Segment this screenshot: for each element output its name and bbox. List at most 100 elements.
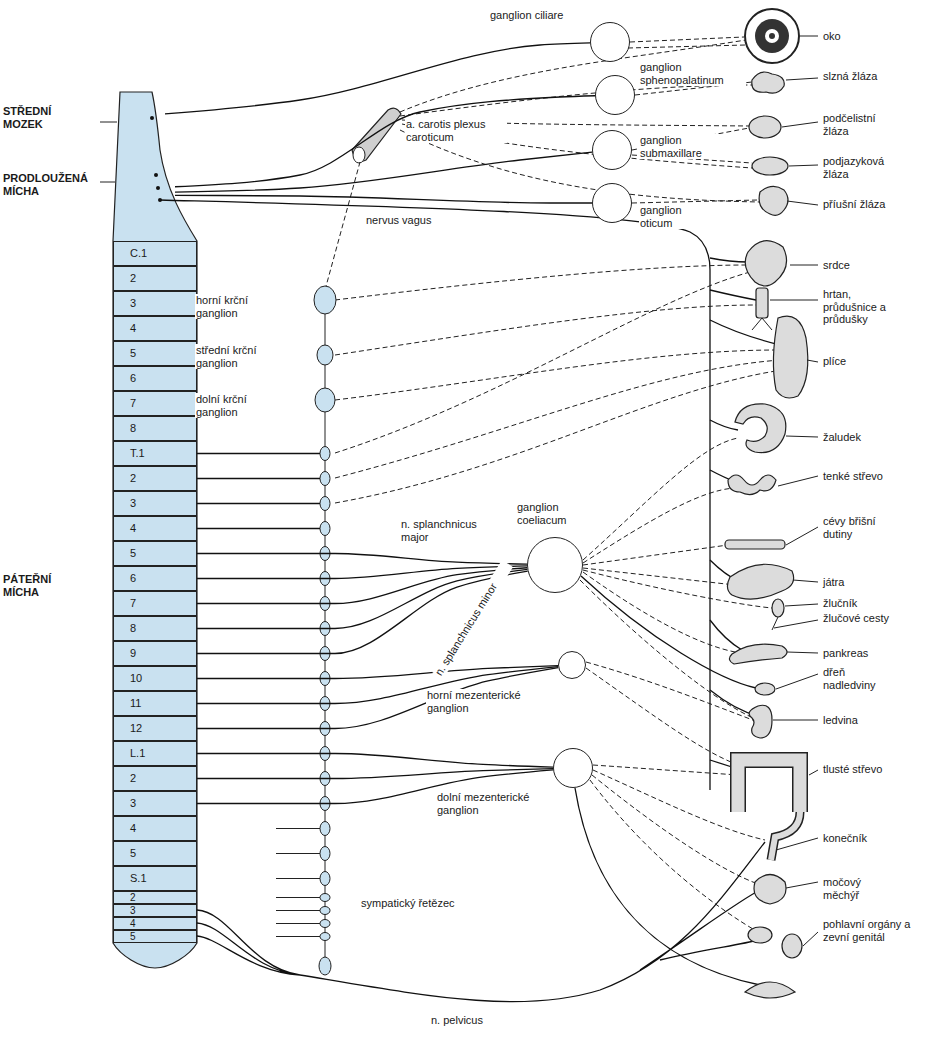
chain-ganglion	[320, 894, 330, 902]
spinal-segment: 4	[113, 816, 197, 841]
lacrimal-gland	[752, 72, 784, 93]
spinal-segment: 10	[113, 666, 197, 691]
spinal-segment: 3	[113, 291, 197, 316]
segment-label: 7	[114, 592, 196, 615]
brain-region: STŘEDNÍ MOZEK	[0, 95, 165, 150]
ganglion-circle: ganglion oticum	[592, 183, 632, 223]
cervical-ganglion	[314, 286, 336, 314]
spinal-segment: 4	[113, 516, 197, 541]
spinal-segment: 5	[113, 841, 197, 866]
ganglion-circle: ganglion ciliare	[590, 22, 630, 62]
segment-label: C.1	[114, 242, 196, 265]
organ-label: žaludek	[822, 431, 896, 444]
spinal-segment: 2	[113, 266, 197, 291]
segment-label: 5	[114, 342, 196, 365]
segment-label: 6	[114, 567, 196, 590]
organ-label: žlučové cesty	[822, 612, 896, 625]
postganglionic-fiber	[400, 40, 760, 202]
segment-label: 3	[114, 905, 196, 916]
spinal-segment: 11	[113, 691, 197, 716]
segment-label: T.1	[114, 442, 196, 465]
segment-label: S.1	[114, 867, 196, 890]
segment-label: 10	[114, 667, 196, 690]
chain-ganglion	[320, 872, 330, 886]
ganglion-circle: ganglion sphenopalatinum	[595, 75, 635, 115]
colon-outline	[738, 760, 800, 812]
organ-label: pohlavní orgány a zevní genitál	[822, 918, 914, 943]
organ-label: konečník	[822, 832, 896, 845]
nerve-label: střední krční ganglion	[195, 344, 287, 369]
organ-label: plíce	[822, 355, 896, 368]
cervical-ganglion	[315, 388, 335, 412]
preganglionic-fiber	[197, 478, 320, 479]
ganglion-label: dolní mezenterické ganglion	[436, 791, 548, 816]
segment-label: 4	[114, 517, 196, 540]
spinal-segment: 9	[113, 641, 197, 666]
chain-ganglion	[320, 497, 330, 511]
preganglionic-fiber	[197, 554, 527, 565]
nerve-label: dolní krční ganglion	[195, 393, 287, 418]
nerve-origin	[156, 186, 160, 190]
kidney	[749, 705, 772, 738]
nerve-label: horní krční ganglion	[195, 294, 287, 319]
ganglion-label: ganglion submaxillare	[639, 134, 731, 159]
spinal-segment: 6	[113, 366, 197, 391]
spinal-tube	[113, 92, 197, 968]
organ-label: játra	[822, 576, 896, 589]
spinal-segment: 4	[113, 316, 197, 341]
ramus	[276, 828, 320, 829]
carotid-end	[353, 147, 365, 163]
ramus	[276, 853, 320, 854]
segment-label: 6	[114, 367, 196, 390]
parotid-gland	[759, 186, 788, 215]
chain-ganglion	[320, 920, 330, 928]
segment-label: 5	[114, 842, 196, 865]
chain-ganglion	[320, 447, 330, 461]
segment-label: 4	[114, 918, 196, 929]
segment-label: 5	[114, 542, 196, 565]
region-tick	[100, 122, 117, 182]
spinal-segment: 5	[113, 341, 197, 366]
nerve-label: n. splanchnicus major	[400, 518, 482, 543]
organ-label: tlusté střevo	[822, 763, 896, 776]
genital-organ	[782, 934, 802, 958]
region-label: PÁTEŘNÍ MÍCHA	[2, 573, 79, 598]
trachea	[756, 288, 768, 318]
ramus	[276, 878, 320, 879]
segment-label: 2	[114, 267, 196, 290]
segment-label: 9	[114, 642, 196, 665]
spinal-segment: 5	[113, 541, 197, 566]
segment-label: 12	[114, 717, 196, 740]
ganglion-label: ganglion sphenopalatinum	[639, 61, 746, 86]
eye-iris	[755, 19, 789, 53]
postganglionic-fiber	[586, 662, 758, 765]
spinal-segment: 12	[113, 716, 197, 741]
ramus	[276, 936, 320, 937]
segment-label: 2	[114, 892, 196, 903]
segment-label: 8	[114, 617, 196, 640]
spinal-segment: 7	[113, 391, 197, 416]
region-label: PRODLOUŽENÁ MÍCHA	[2, 172, 94, 197]
nerve-label: nervus vagus	[365, 214, 447, 227]
preganglionic-fiber	[197, 769, 553, 779]
brain-region: PRODLOUŽENÁ MÍCHA	[0, 150, 175, 240]
organ-label: močový měchýř	[822, 876, 896, 901]
segment-label: 4	[114, 317, 196, 340]
ramus	[276, 923, 320, 924]
submandibular-gland	[749, 116, 781, 138]
preganglionic-fiber	[575, 788, 760, 985]
spinal-segment: 8	[113, 416, 197, 441]
organ-label: cévy břišní dutiny	[822, 515, 896, 540]
spinal-segment: 3	[113, 491, 197, 516]
segment-label: 3	[114, 492, 196, 515]
spinal-segment: C.1	[113, 241, 197, 266]
chain-ganglion	[320, 822, 330, 836]
preganglionic-fiber	[175, 195, 592, 203]
nerve-label: n. splanchnicus minor	[432, 560, 513, 679]
spinal-segment: 3	[113, 904, 197, 917]
segment-label: 8	[114, 417, 196, 440]
spinal-segment: 2	[113, 766, 197, 791]
segment-label: 2	[114, 467, 196, 490]
preganglionic-fiber	[175, 152, 592, 192]
